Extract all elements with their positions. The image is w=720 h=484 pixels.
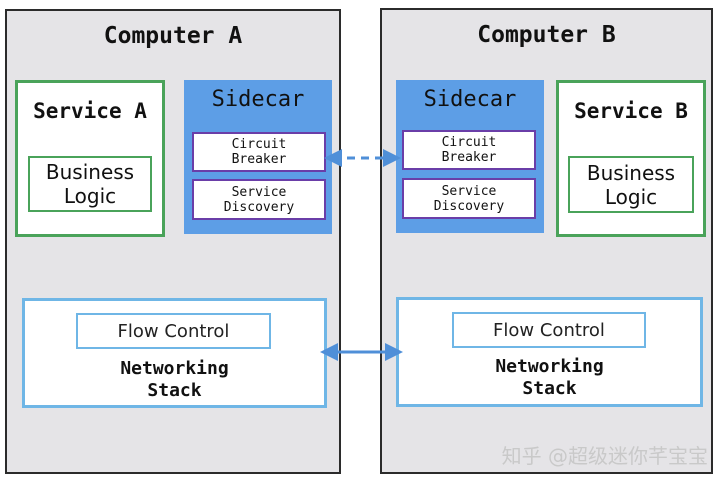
service-b-title: Service B <box>574 99 688 123</box>
network-a-flow-control: Flow Control <box>76 313 271 349</box>
service-b-business-logic: Business Logic <box>568 156 694 213</box>
sidecar-a-title: Sidecar <box>211 87 305 112</box>
network-a-label: Networking Stack <box>120 358 229 401</box>
service-a-title: Service A <box>33 99 147 123</box>
sidecar-a-circuit-breaker: Circuit Breaker <box>192 132 326 172</box>
service-a-business-logic: Business Logic <box>28 156 152 212</box>
watermark: 知乎 @超级迷你芊宝宝 <box>501 444 708 468</box>
computer-a-title: Computer A <box>103 23 243 49</box>
sidecar-b-service-discovery: Service Discovery <box>402 178 536 219</box>
sidecar-a-service-discovery: Service Discovery <box>192 179 326 220</box>
network-b-flow-control: Flow Control <box>452 312 646 348</box>
sidecar-b-title: Sidecar <box>423 87 517 112</box>
network-b-label: Networking Stack <box>495 356 604 399</box>
computer-b-title: Computer B <box>477 22 616 48</box>
sidecar-b-circuit-breaker: Circuit Breaker <box>402 130 536 170</box>
